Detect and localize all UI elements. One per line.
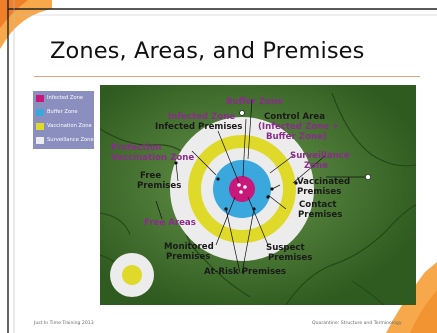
label-protection-2: Vaccination Zone bbox=[111, 153, 195, 163]
legend-swatch bbox=[36, 137, 44, 144]
label-control-area: Control Area bbox=[264, 112, 326, 122]
legend-label: Buffer Zone bbox=[47, 109, 78, 115]
legend-label: Surveillance Zone bbox=[47, 137, 94, 143]
label-protection-1: Protection bbox=[111, 143, 162, 153]
river-line bbox=[285, 204, 416, 305]
infected-zone-circle bbox=[229, 176, 255, 202]
label-control-area-detail-1: (Infected Zone + bbox=[258, 122, 340, 132]
road-line bbox=[351, 280, 385, 305]
legend-item-buffer-zone: Buffer Zone bbox=[36, 108, 94, 118]
legend-swatch bbox=[36, 95, 44, 102]
legend-item-surveillance-zone: Surveillance Zone bbox=[36, 136, 94, 146]
premises-markers bbox=[174, 161, 298, 211]
label-free-areas: Free Areas bbox=[144, 218, 196, 228]
leader-lines bbox=[155, 98, 368, 274]
label-free-premises-1: Free bbox=[140, 171, 162, 181]
label-infected-zone: Infected Zone bbox=[168, 112, 236, 122]
label-suspect-2: Premises bbox=[268, 253, 313, 263]
label-contact-2: Premises bbox=[298, 210, 343, 220]
label-monitored-1: Monitored bbox=[164, 242, 214, 252]
map-legend: Infected Zone Buffer Zone Vaccination Zo… bbox=[33, 91, 94, 149]
label-vaccinated-1: Vaccinated bbox=[297, 177, 351, 187]
footer-left: Just In Time Training 2013 bbox=[34, 321, 94, 326]
title-divider bbox=[34, 76, 420, 77]
legend-item-infected-zone: Infected Zone bbox=[36, 94, 94, 104]
label-free-premises-2: Premises bbox=[137, 181, 182, 191]
legend-swatch bbox=[36, 109, 44, 116]
label-at-risk-premises: At-Risk Premises bbox=[204, 267, 287, 277]
legend-label: Vaccination Zone bbox=[47, 123, 92, 129]
label-buffer-zone: Buffer Zone bbox=[226, 97, 283, 107]
label-contact-1: Contact bbox=[299, 200, 337, 210]
footer-right: Quarantine: Structure and Terminology bbox=[312, 321, 402, 326]
secondary-vaccination-zone bbox=[122, 265, 142, 285]
label-suspect-1: Suspect bbox=[266, 243, 305, 253]
zone-map bbox=[100, 85, 416, 305]
legend-item-vaccination-zone: Vaccination Zone bbox=[36, 122, 94, 132]
label-monitored-2: Premises bbox=[166, 252, 211, 262]
label-surveillance-1: Surveillance bbox=[290, 151, 350, 161]
road-line bbox=[100, 212, 131, 236]
label-surveillance-2: Zone bbox=[304, 161, 329, 171]
label-vaccinated-2: Premises bbox=[297, 187, 342, 197]
legend-swatch bbox=[36, 123, 44, 130]
label-infected-premises: Infected Premises bbox=[155, 122, 243, 132]
label-control-area-detail-2: Buffer Zone) bbox=[266, 132, 327, 142]
legend-label: Infected Zone bbox=[47, 95, 84, 101]
road-line bbox=[331, 92, 416, 167]
slide-title: Zones, Areas, and Premises bbox=[50, 38, 365, 64]
